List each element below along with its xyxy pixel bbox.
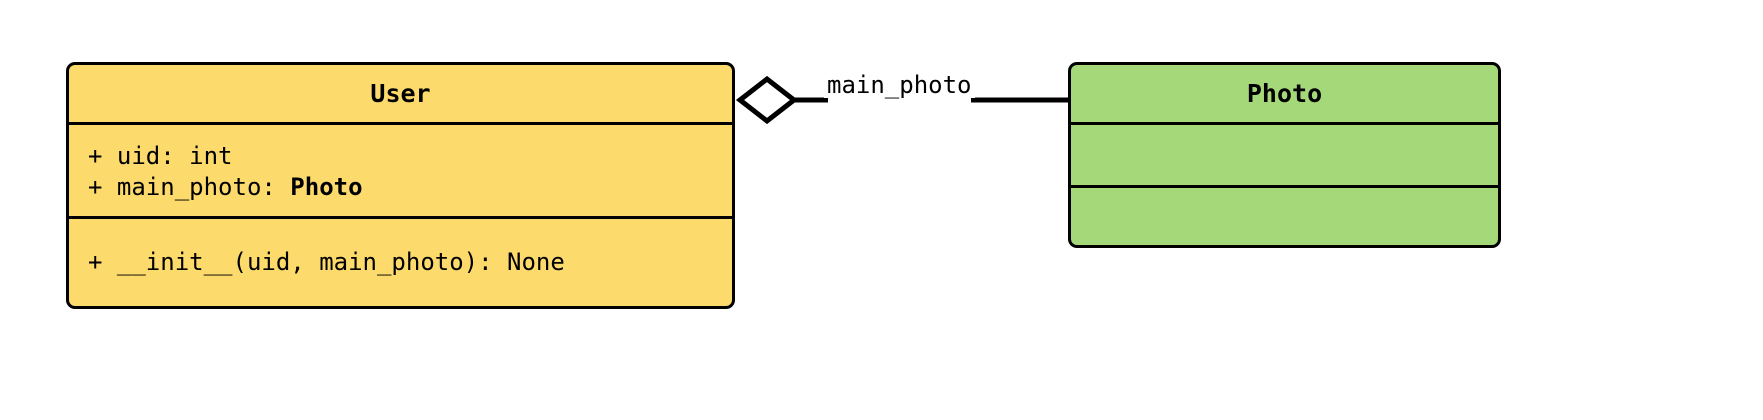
uml-class-photo-attributes [1071, 125, 1498, 188]
uml-class-photo-methods [1071, 188, 1498, 245]
uml-class-user-attributes: + uid: int + main_photo: Photo [69, 125, 732, 219]
uml-class-user-methods: + __init__(uid, main_photo): None [69, 219, 732, 306]
aggregation-relationship[interactable]: main_photo [728, 62, 1076, 142]
uml-class-photo[interactable]: Photo [1068, 62, 1501, 248]
uml-class-user-name: User [370, 78, 431, 108]
uml-class-user[interactable]: User + uid: int + main_photo: Photo + __… [66, 62, 735, 309]
uml-class-user-header: User [69, 65, 732, 125]
aggregation-diamond-icon [735, 75, 799, 125]
uml-class-photo-name: Photo [1246, 78, 1323, 108]
uml-attribute-main-photo-type: Photo [290, 172, 363, 201]
uml-attribute-main-photo: + main_photo: Photo [69, 172, 732, 203]
uml-class-photo-header: Photo [1071, 65, 1498, 125]
uml-attribute-main-photo-text: + main_photo: [88, 172, 291, 201]
uml-attribute-uid: + uid: int [88, 141, 233, 170]
aggregation-role-label: main_photo [824, 72, 975, 98]
uml-method-init: + __init__(uid, main_photo): None [88, 248, 565, 277]
aggregation-connector [735, 75, 1070, 125]
